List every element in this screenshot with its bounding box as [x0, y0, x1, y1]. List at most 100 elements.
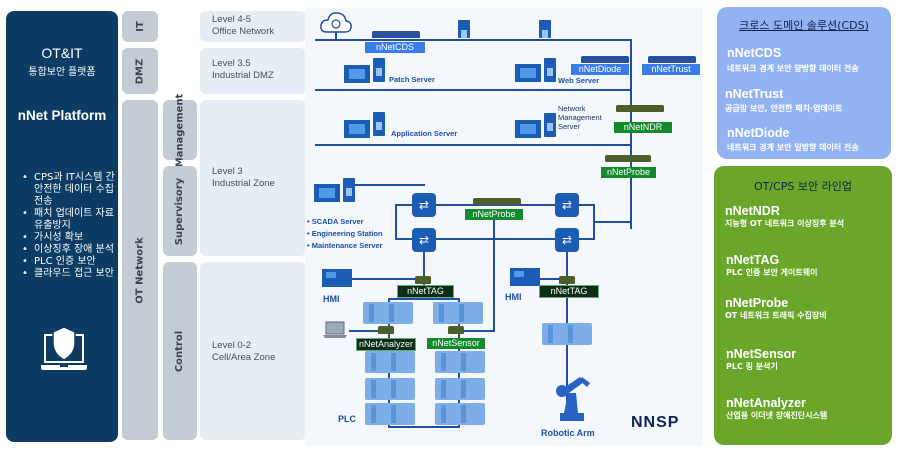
- ot-item-name: nNetTAG: [726, 253, 780, 267]
- level-name: Industrial Zone: [212, 178, 275, 189]
- platform-subtitle: 통합보안 플랫폼: [28, 67, 96, 78]
- feature-item: 가시성 확보: [20, 232, 116, 244]
- switch-icon: ⇄: [555, 228, 579, 252]
- analyzer-tag: nNetAnalyzer: [356, 338, 416, 351]
- trust-appliance-icon: [648, 56, 696, 63]
- ot-item-desc: OT 네트워크 트래픽 수집장비: [725, 311, 827, 320]
- backbone-line: [630, 39, 632, 229]
- scada-server-icon: [343, 178, 355, 202]
- cloud-link: [335, 32, 337, 40]
- zone-ot-network-label: OT Network: [134, 236, 146, 304]
- ring-bottom: [395, 238, 595, 240]
- network-diagram: nNetCDS Patch Server Web Server nNetDiod…: [305, 8, 703, 446]
- ot-panel-title: OT/CPS 보안 라인업: [754, 180, 852, 193]
- feature-item: PLC 인증 보안: [20, 256, 116, 268]
- web-server-label: Web Server: [558, 76, 600, 85]
- probe-drop-line: [493, 220, 495, 330]
- nms-server-icon: [544, 113, 556, 137]
- cds-item-name: nNetDiode: [727, 126, 790, 140]
- laptop-icon: [323, 321, 347, 338]
- level-number: Level 3: [212, 166, 243, 177]
- management-bus: [315, 144, 631, 146]
- ot-item-desc: 산업용 이더넷 장애진단시스템: [726, 411, 828, 420]
- plc-icon: [433, 302, 483, 324]
- feature-item: 패치 업데이트 자료 유출방지: [20, 208, 116, 232]
- zone-dmz-label: DMZ: [134, 58, 146, 84]
- cds-tag: nNetCDS: [365, 42, 425, 53]
- zone-supervisory: Supervisory: [163, 166, 197, 256]
- scada-monitor-icon: [314, 184, 340, 202]
- trust-tag: nNetTrust: [642, 64, 700, 75]
- level-name: Cell/Area Zone: [212, 352, 276, 363]
- ot-item-name: nNetProbe: [725, 296, 789, 310]
- scada-item: • Maintenance Server: [307, 241, 383, 250]
- cds-item-desc: 네트워크 경계 보안 양방향 데이터 전송: [727, 64, 859, 73]
- probe-tag-mid: nNetProbe: [465, 209, 523, 220]
- probe-mid-appliance-icon: [473, 198, 521, 205]
- scada-item: • SCADA Server: [307, 217, 364, 226]
- cds-item-desc: 네트워크 경계 보안 일방향 데이터 전송: [727, 143, 859, 152]
- feature-item: 클라우드 접근 보안: [20, 268, 116, 280]
- hmi-left-label: HMI: [323, 294, 340, 304]
- ot-panel: OT/CPS 보안 라인업 nNetNDR 지능형 OT 네트워크 이상징후 분…: [714, 166, 892, 445]
- tag-right-icon: [559, 276, 575, 284]
- zone-control: Control: [163, 262, 197, 440]
- plc-label: PLC: [338, 414, 356, 424]
- nms-monitor-icon: [515, 120, 541, 138]
- level-name: Office Network: [212, 26, 275, 37]
- probe-appliance-icon: [605, 155, 651, 162]
- cds-panel-title: 크로스 도메인 솔루션(CDS): [739, 19, 869, 32]
- scada-item: • Engineering Station: [307, 229, 383, 238]
- platform-panel: OT&IT 통합보안 플랫폼 nNet Platform CPS과 IT시스템 …: [6, 11, 118, 442]
- nms-label: Network Management Server: [558, 104, 602, 131]
- dmz-bus: [315, 89, 631, 91]
- sensor-icon: [448, 326, 464, 334]
- scada-link: [355, 184, 425, 186]
- hmi-right-icon: [510, 268, 540, 286]
- sensor-tag: nNetSensor: [427, 338, 485, 349]
- plc-icon: [435, 351, 485, 373]
- level-industrial: Level 3 Industrial Zone: [200, 100, 306, 256]
- robotic-arm-icon: [556, 377, 590, 421]
- diode-appliance-icon: [581, 56, 629, 63]
- switch-icon: ⇄: [412, 193, 436, 217]
- plc-icon: [365, 403, 415, 425]
- ring-left: [395, 204, 397, 240]
- level-number: Level 3.5: [212, 58, 251, 69]
- laptop-link: [349, 330, 379, 332]
- plc-icon: [435, 378, 485, 400]
- level-dmz: Level 3.5 Industrial DMZ: [200, 48, 306, 94]
- cds-panel: 크로스 도메인 솔루션(CDS) nNetCDS 네트워크 경계 보안 양방향 …: [717, 7, 891, 159]
- scada-item-label: Engineering Station: [311, 229, 383, 238]
- hmi-right-label: HMI: [505, 292, 522, 302]
- ndr-appliance-icon: [616, 105, 664, 112]
- laptop-shield-icon: [41, 327, 87, 370]
- zone-ot-network: OT Network: [122, 100, 158, 440]
- zone-it: IT: [122, 11, 158, 42]
- feature-list: CPS과 IT시스템 간 안전한 데이터 수집 전송 패치 업데이트 자료 유출…: [20, 172, 116, 280]
- platform-title: OT&IT: [41, 45, 83, 61]
- office-bus: [315, 39, 631, 41]
- cloud-icon: [320, 12, 352, 33]
- feature-item: CPS과 IT시스템 간 안전한 데이터 수집 전송: [20, 172, 116, 208]
- scada-item-label: SCADA Server: [311, 217, 364, 226]
- plc-ring-bottom: [388, 426, 460, 428]
- web-monitor-icon: [515, 64, 541, 82]
- ot-item-name: nNetSensor: [726, 347, 797, 361]
- level-cell: Level 0-2 Cell/Area Zone: [200, 262, 306, 440]
- ot-item-desc: PLC 인증 보안 게이트웨이: [726, 268, 818, 277]
- nnsp-logo: NNSP: [631, 414, 680, 431]
- ot-item-name: nNetNDR: [725, 204, 780, 218]
- patch-server-label: Patch Server: [389, 75, 435, 84]
- zone-management: Management: [163, 93, 197, 167]
- level-number: Level 4-5: [212, 14, 252, 25]
- plc-icon: [365, 351, 415, 373]
- plc-branch: [388, 298, 458, 300]
- ring-uplink: [595, 221, 632, 223]
- ring-right: [593, 204, 595, 240]
- level-office: Level 4-5 Office Network: [200, 11, 306, 42]
- web-server-icon: [544, 58, 556, 82]
- hmi-left-icon: [322, 269, 352, 287]
- ring-top: [395, 204, 595, 206]
- app-monitor-icon: [344, 120, 370, 138]
